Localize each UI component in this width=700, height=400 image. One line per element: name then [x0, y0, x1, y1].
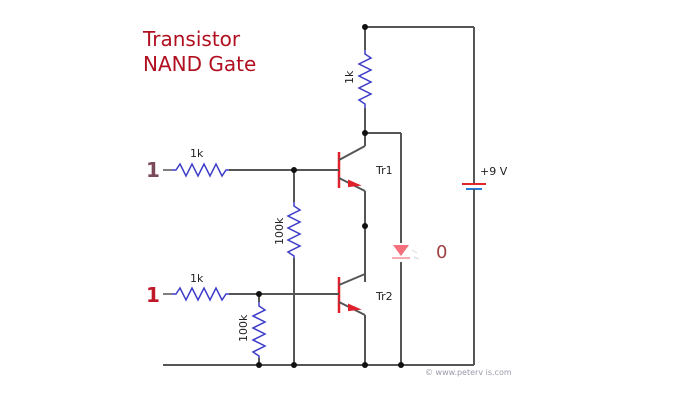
input-1-resistor	[163, 162, 339, 178]
input-2-pulldown-label: 100k	[237, 314, 250, 342]
input-2-value: 1	[146, 283, 160, 307]
supply-label: +9 V	[480, 165, 508, 178]
top-rail	[364, 26, 475, 183]
credit-text: © www.peterv is.com	[425, 368, 512, 377]
collector-resistor	[357, 50, 373, 133]
tr1-label: Tr1	[375, 164, 393, 177]
input-1-value: 1	[146, 158, 160, 182]
output-value: 0	[436, 242, 447, 263]
input-1-resistor-label: 1k	[190, 147, 204, 160]
collector-resistor-label: 1k	[343, 70, 356, 84]
input-1-pulldown-label: 100k	[273, 217, 286, 245]
battery-icon	[462, 183, 486, 365]
title-line-2: NAND Gate	[143, 52, 256, 76]
led-icon	[392, 245, 420, 260]
input-2-resistor-label: 1k	[190, 272, 204, 285]
input-2-resistor	[163, 286, 339, 302]
input-2-pulldown-resistor	[251, 294, 267, 365]
output-wire	[364, 132, 402, 365]
input-1-pulldown-resistor	[286, 170, 302, 365]
transistor-tr2	[337, 273, 366, 365]
transistor-tr1	[337, 145, 366, 282]
title-line-1: Transistor	[142, 27, 241, 51]
tr2-label: Tr2	[375, 290, 393, 303]
junction-dots	[256, 24, 404, 368]
